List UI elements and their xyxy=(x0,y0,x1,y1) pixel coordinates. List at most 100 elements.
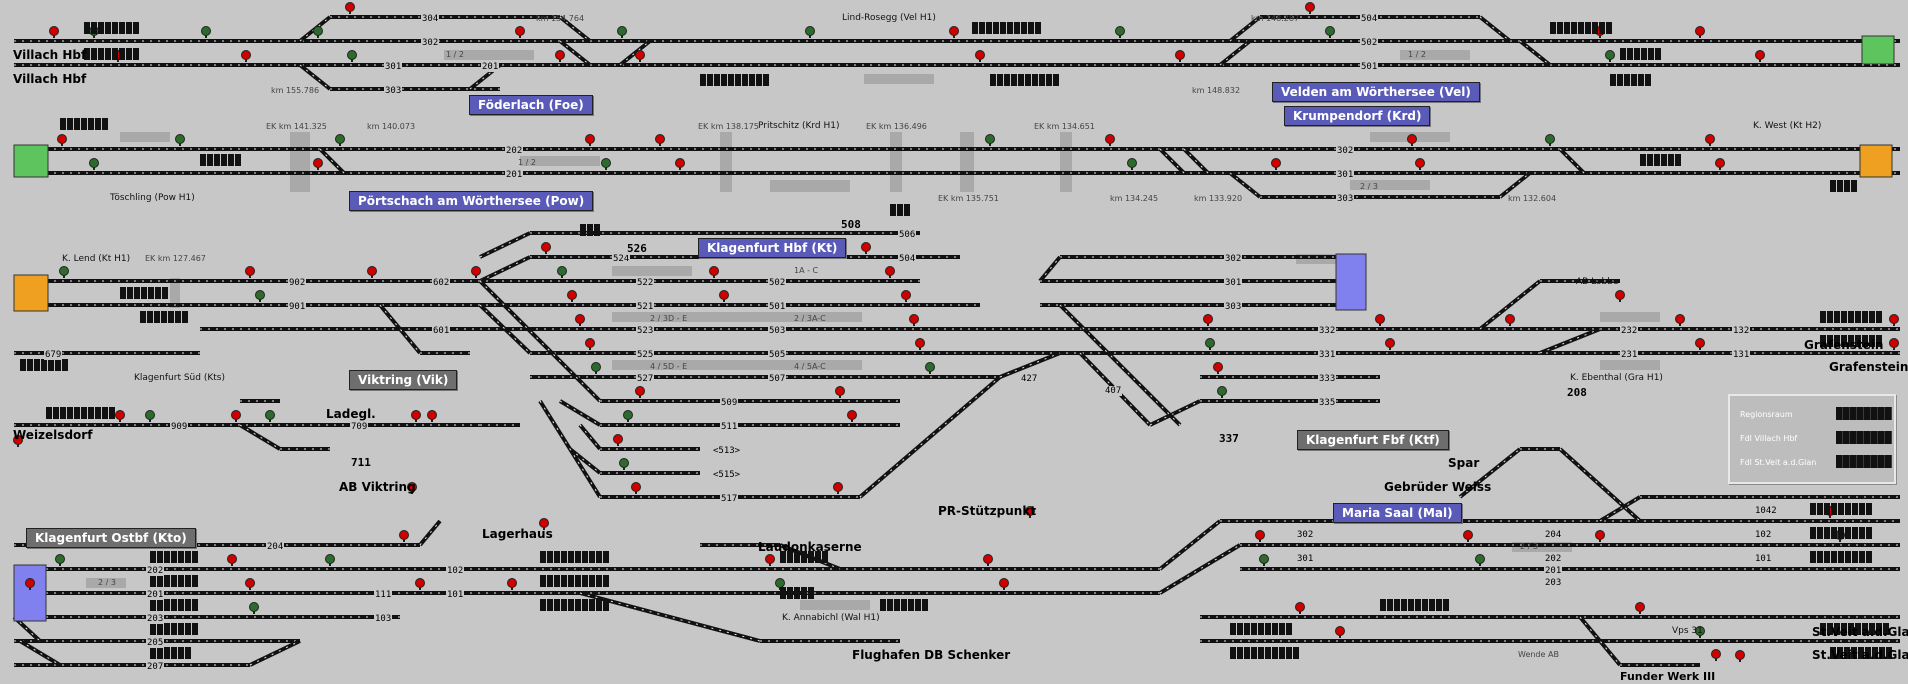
block-section[interactable] xyxy=(575,551,581,563)
block-section[interactable] xyxy=(60,407,66,419)
track-number[interactable]: 504 xyxy=(1360,14,1379,24)
block-section[interactable] xyxy=(178,551,184,563)
track-number[interactable]: 103 xyxy=(374,614,393,624)
block-section[interactable] xyxy=(185,623,191,635)
block-section[interactable] xyxy=(580,224,586,236)
block-section[interactable] xyxy=(119,22,125,34)
block-section[interactable] xyxy=(972,22,978,34)
track-number[interactable]: 201 xyxy=(146,590,165,600)
block-section[interactable] xyxy=(157,575,163,587)
block-section[interactable] xyxy=(98,22,104,34)
block-section[interactable] xyxy=(1387,599,1393,611)
block-section[interactable] xyxy=(67,118,73,130)
signal-green-icon[interactable] xyxy=(1217,386,1227,396)
block-section[interactable] xyxy=(91,22,97,34)
block-section[interactable] xyxy=(756,74,762,86)
block-section[interactable] xyxy=(81,118,87,130)
track-number[interactable]: 502 xyxy=(768,278,787,288)
signal-red-icon[interactable] xyxy=(585,134,595,144)
block-section[interactable] xyxy=(1855,311,1861,323)
block-section[interactable] xyxy=(880,599,886,611)
block-section[interactable] xyxy=(1265,623,1271,635)
block-section[interactable] xyxy=(1606,22,1612,34)
block-section[interactable] xyxy=(815,551,821,563)
block-section[interactable] xyxy=(1862,335,1868,347)
block-section[interactable] xyxy=(979,22,985,34)
track-number[interactable]: 507 xyxy=(768,374,787,384)
signal-red-icon[interactable] xyxy=(25,578,35,588)
signal-red-icon[interactable] xyxy=(507,578,517,588)
track-number[interactable]: 232 xyxy=(1620,326,1639,336)
block-section[interactable] xyxy=(1578,22,1584,34)
block-section[interactable] xyxy=(1550,22,1556,34)
signal-red-icon[interactable] xyxy=(915,338,925,348)
block-section[interactable] xyxy=(554,551,560,563)
block-section[interactable] xyxy=(1837,180,1843,192)
track-number[interactable]: 502 xyxy=(1360,38,1379,48)
block-section[interactable] xyxy=(1571,22,1577,34)
block-section[interactable] xyxy=(1032,74,1038,86)
block-section[interactable] xyxy=(1841,335,1847,347)
signal-green-icon[interactable] xyxy=(1605,50,1615,60)
block-section[interactable] xyxy=(1638,74,1644,86)
signal-red-icon[interactable] xyxy=(1305,2,1315,12)
block-section[interactable] xyxy=(119,48,125,60)
block-section[interactable] xyxy=(714,74,720,86)
block-section[interactable] xyxy=(157,551,163,563)
track-number[interactable]: 501 xyxy=(768,302,787,312)
signal-red-icon[interactable] xyxy=(231,410,241,420)
signal-red-icon[interactable] xyxy=(835,386,845,396)
block-section[interactable] xyxy=(589,599,595,611)
block-section[interactable] xyxy=(540,599,546,611)
track-number[interactable]: 335 xyxy=(1318,398,1337,408)
signal-red-icon[interactable] xyxy=(471,266,481,276)
signal-green-icon[interactable] xyxy=(249,602,259,612)
block-section[interactable] xyxy=(185,551,191,563)
block-section[interactable] xyxy=(707,74,713,86)
block-section[interactable] xyxy=(1018,74,1024,86)
station-grafenstein-upper[interactable]: Grafenstein xyxy=(1804,338,1884,352)
station-villach-hbf-upper[interactable]: Villach Hbf xyxy=(13,48,87,62)
block-section[interactable] xyxy=(1429,599,1435,611)
block-section[interactable] xyxy=(95,407,101,419)
block-section[interactable] xyxy=(908,599,914,611)
signal-red-icon[interactable] xyxy=(1889,338,1899,348)
block-section[interactable] xyxy=(1021,22,1027,34)
block-section[interactable] xyxy=(67,407,73,419)
track-number[interactable]: 201 xyxy=(481,62,500,72)
block-section[interactable] xyxy=(161,311,167,323)
signal-red-icon[interactable] xyxy=(1675,314,1685,324)
station-pr-stuetzpunkt[interactable]: PR-Stützpunkt xyxy=(938,504,1037,518)
block-section[interactable] xyxy=(575,575,581,587)
block-section[interactable] xyxy=(1876,311,1882,323)
block-section[interactable] xyxy=(742,74,748,86)
signal-red-icon[interactable] xyxy=(115,410,125,420)
block-section[interactable] xyxy=(582,599,588,611)
block-section[interactable] xyxy=(20,359,26,371)
block-section[interactable] xyxy=(48,359,54,371)
block-section[interactable] xyxy=(603,599,609,611)
station-box-klagenfurt-fbf[interactable]: Klagenfurt Fbf (Ktf) xyxy=(1297,430,1449,450)
block-section[interactable] xyxy=(901,599,907,611)
block-section[interactable] xyxy=(568,599,574,611)
block-section[interactable] xyxy=(1848,335,1854,347)
track-number[interactable]: 202 xyxy=(505,146,524,156)
track-number[interactable]: 301 xyxy=(1336,170,1355,180)
track-number[interactable]: 201 xyxy=(1544,566,1563,576)
block-section[interactable] xyxy=(150,623,156,635)
station-lagerhaus[interactable]: Lagerhaus xyxy=(482,527,553,541)
track-number[interactable]: 407 xyxy=(1104,386,1123,396)
track-number[interactable]: 503 xyxy=(768,326,787,336)
station-box-krumpendorf[interactable]: Krumpendorf (Krd) xyxy=(1284,106,1431,126)
track-number[interactable]: 333 xyxy=(1318,374,1337,384)
block-section[interactable] xyxy=(1645,74,1651,86)
track-number[interactable]: 709 xyxy=(350,422,369,432)
signal-red-icon[interactable] xyxy=(1375,314,1385,324)
block-section[interactable] xyxy=(1251,623,1257,635)
block-section[interactable] xyxy=(112,22,118,34)
block-section[interactable] xyxy=(81,407,87,419)
signal-green-icon[interactable] xyxy=(201,26,211,36)
signal-red-icon[interactable] xyxy=(407,482,417,492)
signal-red-icon[interactable] xyxy=(1695,26,1705,36)
block-section[interactable] xyxy=(561,551,567,563)
